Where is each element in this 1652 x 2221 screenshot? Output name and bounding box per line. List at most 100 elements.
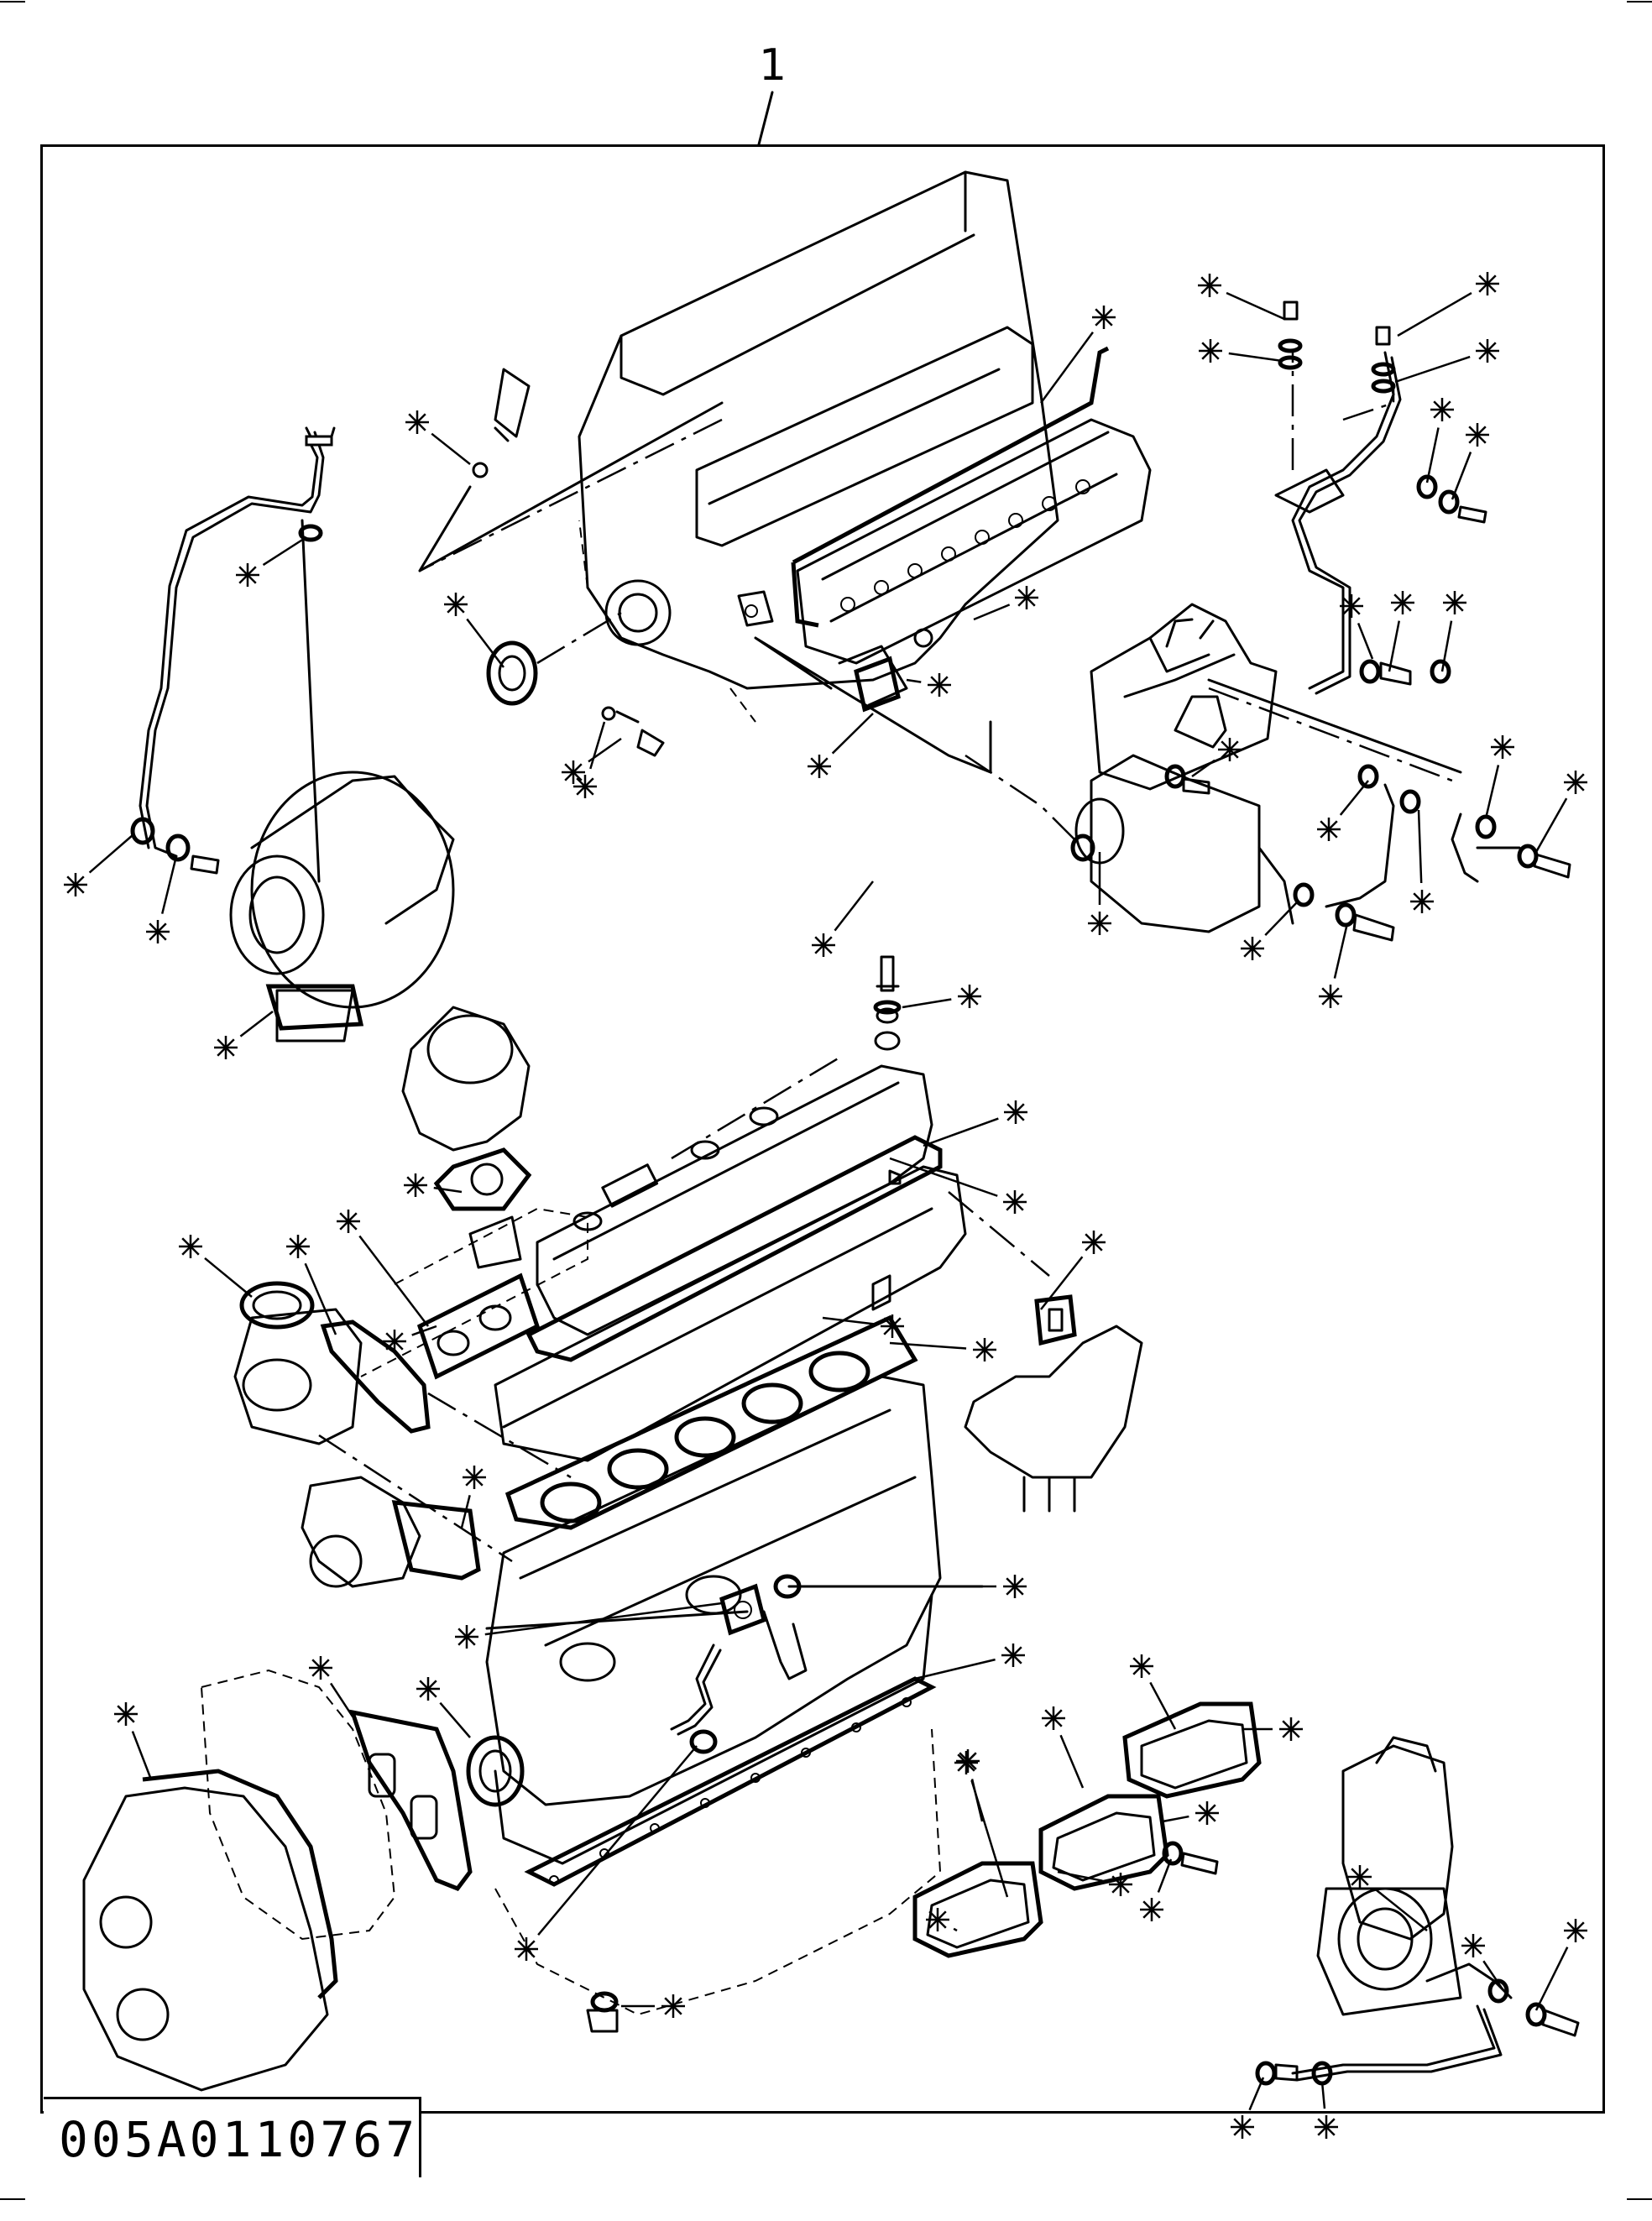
kit-marker-star-icon [1319, 922, 1349, 1008]
kit-marker-star-icon [926, 1908, 958, 1932]
intake-manifold-gasket [233, 1308, 431, 1445]
kit-marker-star-icon [383, 1325, 437, 1353]
kit-marker-star-icon [954, 1751, 1009, 1898]
kit-marker-star-icon [1388, 591, 1414, 672]
kit-marker-leader [330, 1682, 354, 1717]
engine-block-lower [485, 1375, 942, 1865]
exhaust-manifold [964, 1325, 1143, 1513]
kit-marker-leader [953, 1927, 958, 1932]
kit-marker-leader [1440, 620, 1453, 672]
rear-crank-seal [466, 1735, 525, 1807]
kit-marker-leader [239, 1011, 274, 1037]
kit-marker-star-icon [1340, 594, 1374, 660]
oil-pipe-lower [670, 1644, 722, 1754]
kit-marker-star-icon [1315, 2081, 1338, 2139]
kit-marker-leader [1228, 352, 1283, 363]
kit-marker-star-icon [1140, 1858, 1173, 1921]
kit-marker-leader [1339, 780, 1369, 816]
kit-marker-leader [1162, 1815, 1189, 1823]
kit-marker-leader [204, 1257, 253, 1298]
kit-marker-leader [1149, 1681, 1177, 1730]
kit-marker-leader [906, 678, 922, 683]
kit-marker-star-icon [404, 1173, 463, 1197]
kit-marker-leader [1451, 452, 1472, 500]
kit-marker-star-icon [1088, 852, 1111, 935]
kit-marker-leader [1482, 1960, 1504, 1990]
kit-marker-star-icon [416, 1677, 471, 1738]
kit-marker-leader [1373, 1887, 1428, 1931]
kit-marker-star-icon [1410, 809, 1434, 913]
kit-marker-leader [902, 998, 952, 1009]
side-cover-gaskets [912, 1701, 1262, 1958]
kit-marker-leader [589, 721, 606, 770]
kit-marker-leader [1333, 922, 1349, 979]
valve-rocker-rail [791, 346, 1152, 665]
fittings-center [601, 706, 665, 757]
timing-gear-case [82, 1669, 396, 2092]
water-seal-ring [239, 1281, 315, 1330]
air-compressor [1255, 1736, 1580, 2086]
kit-marker-star-icon [1317, 780, 1369, 841]
kit-marker-leader [411, 1325, 437, 1336]
kit-marker-star-icon [309, 1656, 354, 1717]
kit-marker-star-icon [460, 1466, 486, 1529]
fuel-injection-pump [1070, 300, 1571, 942]
front-crank-seal [486, 611, 622, 706]
kit-marker-star-icon [1461, 1934, 1504, 1990]
kit-marker-star-icon [1191, 738, 1242, 778]
kit-marker-star-icon [1057, 1870, 1132, 1896]
kit-marker-leader [1191, 759, 1215, 778]
kit-marker-star-icon [214, 1011, 274, 1059]
rocker-cover-gasket [525, 1135, 943, 1362]
ref-leader-line [757, 91, 774, 146]
kit-marker-leader [439, 1701, 471, 1738]
kit-marker-star-icon [573, 721, 606, 798]
kit-marker-leader [1059, 1734, 1085, 1789]
kit-marker-star-icon [923, 1100, 1027, 1147]
kit-marker-star-icon [1231, 2077, 1265, 2139]
kit-marker-star-icon [1451, 423, 1489, 500]
kit-marker-star-icon [562, 737, 622, 784]
kit-marker-leader [358, 1235, 429, 1327]
kit-marker-leader [1484, 765, 1500, 819]
timing-case-gasket [349, 1709, 473, 1892]
kit-marker-leader [304, 1262, 337, 1335]
kit-marker-star-icon [455, 1602, 723, 1649]
kit-marker-leader [1040, 1256, 1084, 1310]
kit-marker-star-icon [405, 410, 471, 465]
exhaust-manifold-gasket [416, 1273, 541, 1380]
kit-marker-leader [433, 1186, 463, 1194]
kit-marker-star-icon [1241, 901, 1298, 960]
kit-marker-star-icon [114, 1702, 153, 1780]
kit-marker-star-icon [286, 1235, 337, 1335]
kit-marker-leader [889, 1341, 967, 1350]
kit-marker-leader [831, 713, 874, 755]
kit-marker-star-icon [1130, 1654, 1177, 1730]
kit-marker-leader [973, 604, 1011, 621]
kit-marker-star-icon [1397, 272, 1499, 337]
kit-marker-star-icon [822, 1314, 904, 1338]
kit-marker-star-icon [236, 536, 307, 587]
kit-marker-star-icon [64, 834, 133, 896]
kit-marker-leader [161, 855, 178, 914]
kit-marker-star-icon [1534, 1919, 1587, 2011]
kit-marker-star-icon [808, 713, 874, 778]
sensor-connector [418, 368, 724, 572]
kit-marker-star-icon [337, 1210, 429, 1327]
kit-enclosure-frame [40, 144, 1605, 2114]
kit-marker-star-icon [1348, 1865, 1428, 1931]
kit-marker-leader [1417, 809, 1423, 884]
kit-marker-star-icon [1425, 398, 1454, 483]
kit-marker-leader [1425, 427, 1440, 483]
cylinder-head [360, 1165, 967, 1462]
kit-marker-star-icon [1534, 771, 1587, 853]
kit-marker-star-icon [889, 1157, 1027, 1214]
kit-marker-leader [1357, 622, 1374, 660]
kit-marker-star-icon [179, 1235, 253, 1298]
kit-marker-leader [1394, 355, 1471, 384]
kit-marker-leader [484, 1602, 723, 1636]
kit-marker-star-icon [914, 1644, 1025, 1680]
